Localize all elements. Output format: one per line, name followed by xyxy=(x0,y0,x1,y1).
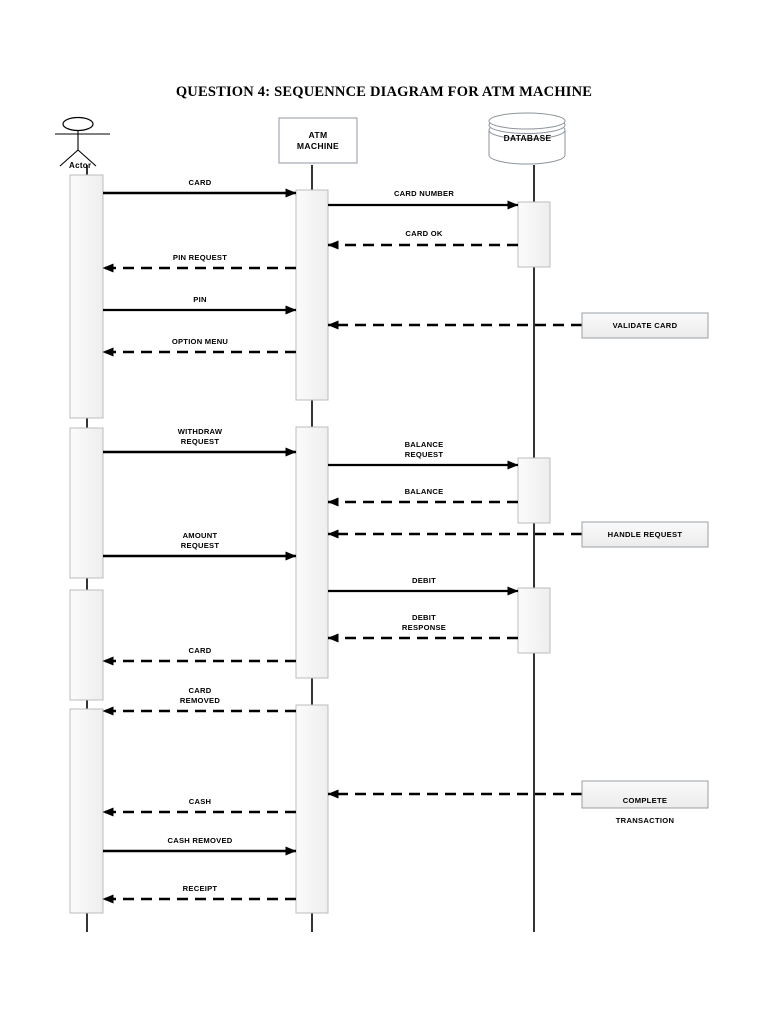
activation-bar xyxy=(517,201,551,268)
note-label-complete-transaction: COMPLETE TRANSACTION xyxy=(582,786,708,836)
activation-bar xyxy=(295,704,329,914)
atm-machine-label: ATM MACHINE xyxy=(279,130,357,152)
message-label-cash: CASH xyxy=(188,797,212,806)
note-label-handle-request: HANDLE REQUEST xyxy=(607,530,683,539)
atm-machine-header-box xyxy=(278,117,358,164)
page-title-text: QUESTION 4: SEQUENNCE DIAGRAM FOR ATM MA… xyxy=(175,84,593,100)
message-label-receipt: RECEIPT xyxy=(182,884,218,893)
activation-bar xyxy=(69,589,104,701)
message-label-balance: BALANCE xyxy=(404,487,444,496)
message-label-cash-removed: CASH REMOVED xyxy=(167,836,233,845)
note-label-complete-transaction-line2: TRANSACTION xyxy=(615,816,675,825)
activation-bar xyxy=(69,427,104,579)
note-box-complete-transaction xyxy=(581,780,709,809)
message-label-balance-request: BALANCE REQUEST xyxy=(404,440,444,459)
message-label-card-number: CARD NUMBER xyxy=(393,189,455,198)
message-label-card-ok: CARD OK xyxy=(405,229,443,238)
message-label-debit-response: DEBIT RESPONSE xyxy=(401,613,447,632)
activation-bar xyxy=(69,174,104,419)
atm-machine-label-line1: ATM xyxy=(308,130,328,140)
message-label-card-return: CARD xyxy=(188,646,212,655)
database-cylinder xyxy=(488,112,566,165)
message-label-pin-request: PIN REQUEST xyxy=(172,253,228,262)
activation-bar xyxy=(69,708,104,914)
activation-bar xyxy=(295,189,329,401)
atm-machine-label-line2: MACHINE xyxy=(296,141,340,151)
message-label-pin: PIN xyxy=(193,295,207,304)
message-label-card-removed: CARD REMOVED xyxy=(179,686,221,705)
note-boxes xyxy=(581,312,709,809)
actor-label: Actor xyxy=(69,161,92,170)
message-label-withdraw-request: WITHDRAW REQUEST xyxy=(177,427,223,446)
message-label-card: CARD xyxy=(188,178,212,187)
message-label-option-menu: OPTION MENU xyxy=(171,337,229,346)
note-box-handle-request xyxy=(581,521,709,548)
actor-stick-figure xyxy=(55,116,110,167)
note-label-validate-card: VALIDATE CARD xyxy=(612,321,678,330)
message-label-amount-request: AMOUNT REQUEST xyxy=(180,531,220,550)
activation-bar xyxy=(517,457,551,524)
activation-bar xyxy=(517,587,551,654)
note-box-validate-card xyxy=(581,312,709,339)
activation-bars xyxy=(69,174,551,914)
database-label: DATABASE xyxy=(503,133,552,143)
message-label-debit: DEBIT xyxy=(411,576,437,585)
message-arrows xyxy=(102,188,582,904)
page-title: QUESTION 4: SEQUENNCE DIAGRAM FOR ATM MA… xyxy=(0,84,768,101)
note-label-complete-transaction-line1: COMPLETE xyxy=(622,796,668,805)
activation-bar xyxy=(295,426,329,679)
